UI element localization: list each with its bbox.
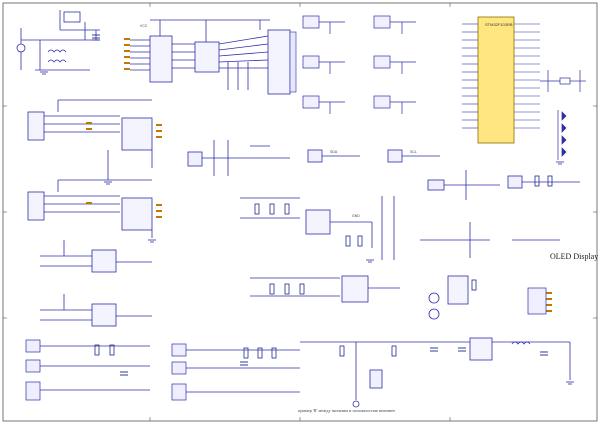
crystal-oscillator [540, 70, 586, 92]
opamp-rows-left [40, 240, 152, 327]
bottom-left-connectors [25, 339, 187, 401]
oled-connector [527, 287, 547, 315]
connector-pins-top [124, 38, 130, 70]
net-label-gnd: GND [352, 214, 360, 218]
transistor-stage-right [420, 170, 580, 320]
border-ticks [3, 3, 597, 421]
left-ic-block-2 [27, 179, 153, 238]
amplifier-rows [187, 140, 440, 303]
mcu-chip-label: STM32F103RB [485, 22, 513, 27]
net-label-vcc: VCC [140, 24, 148, 28]
mcu-pin-stubs [462, 23, 540, 129]
mcu-chip [477, 16, 515, 144]
resistor-ladders [94, 175, 553, 359]
connector-header-right [289, 31, 297, 93]
net-label-sda: SDA [330, 150, 338, 154]
oled-header-pins [546, 292, 552, 312]
oled-display-label: OLED Display [550, 252, 599, 261]
bus-buffer-block [130, 19, 291, 95]
led-column [557, 110, 567, 160]
bottom-left-wiring [40, 345, 300, 393]
net-label-scl: SCL [410, 150, 417, 154]
power-input-block [16, 10, 100, 71]
capacitors [92, 34, 548, 376]
left-ic-pins [86, 122, 162, 218]
left-ic-block-1 [27, 99, 153, 180]
ground-symbols [40, 71, 574, 385]
switch-clusters-top [302, 15, 416, 114]
regulator-chain [300, 337, 571, 408]
bottom-note: пример 'R' между питаним и положностью в… [298, 408, 396, 413]
